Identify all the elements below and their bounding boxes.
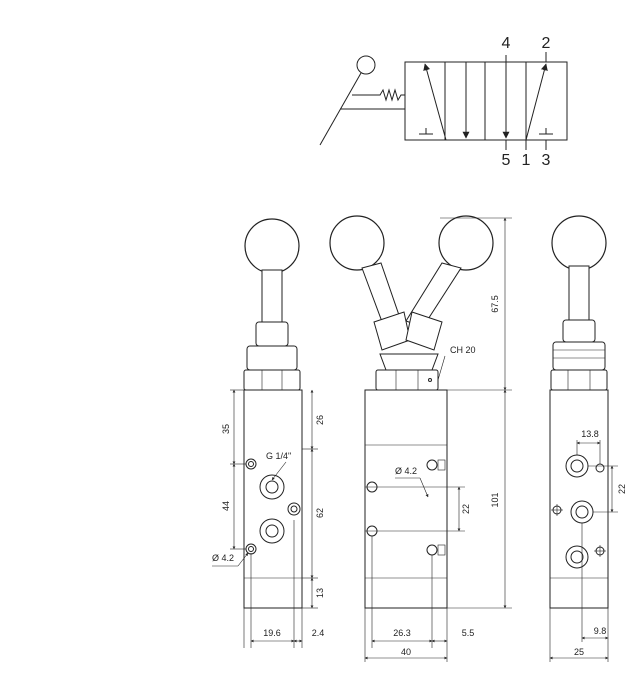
dim-22-right: 22 xyxy=(617,484,627,494)
valve-body-right xyxy=(549,389,609,609)
lever-ball-front-left xyxy=(329,215,385,271)
label-diameter-4-2-left: Ø 4.2 xyxy=(212,553,234,563)
right-view: 13.8 22 9.8 25 xyxy=(549,215,627,662)
port-label-4: 4 xyxy=(502,35,511,52)
label-ch20: CH 20 xyxy=(450,345,476,355)
lever-ball-right xyxy=(551,215,607,271)
dim-13: 13 xyxy=(315,588,325,598)
dim-19-6: 19.6 xyxy=(263,628,281,638)
detent-spring-symbol xyxy=(352,88,405,102)
label-g-1-4: G 1/4" xyxy=(266,451,291,461)
dim-67-5: 67.5 xyxy=(490,295,500,313)
dim-44: 44 xyxy=(221,501,231,511)
dim-40: 40 xyxy=(401,647,411,657)
dim-26-3: 26.3 xyxy=(393,628,411,638)
valve-body-front xyxy=(364,389,448,609)
dim-25: 25 xyxy=(574,647,584,657)
port-label-3: 3 xyxy=(542,152,551,169)
left-view: G 1/4" Ø 4.2 35 44 26 62 13 19.6 2.4 xyxy=(212,218,325,648)
dim-13-8: 13.8 xyxy=(581,429,599,439)
lever-ball-front-right xyxy=(438,215,494,271)
dim-101: 101 xyxy=(490,492,500,507)
port-label-5: 5 xyxy=(502,152,511,169)
dim-2-4: 2.4 xyxy=(312,628,325,638)
dim-62: 62 xyxy=(315,508,325,518)
dim-35: 35 xyxy=(221,424,231,434)
label-diameter-4-2-front: Ø 4.2 xyxy=(395,466,417,476)
valve-symbol: 4 2 5 1 3 xyxy=(319,35,568,169)
lever-knob-symbol xyxy=(356,55,376,75)
front-view: CH 20 22 Ø 4.2 67.5 101 26.3 xyxy=(329,215,512,662)
lever-ball-left xyxy=(244,218,300,274)
port-label-1: 1 xyxy=(522,152,531,169)
dim-22-front: 22 xyxy=(461,504,471,514)
port-label-2: 2 xyxy=(542,35,551,52)
hex-nut-left xyxy=(243,369,301,391)
dim-5-5: 5.5 xyxy=(462,628,475,638)
hex-nut-right xyxy=(550,369,608,391)
dim-26-left: 26 xyxy=(315,415,325,425)
dim-9-8: 9.8 xyxy=(594,626,607,636)
